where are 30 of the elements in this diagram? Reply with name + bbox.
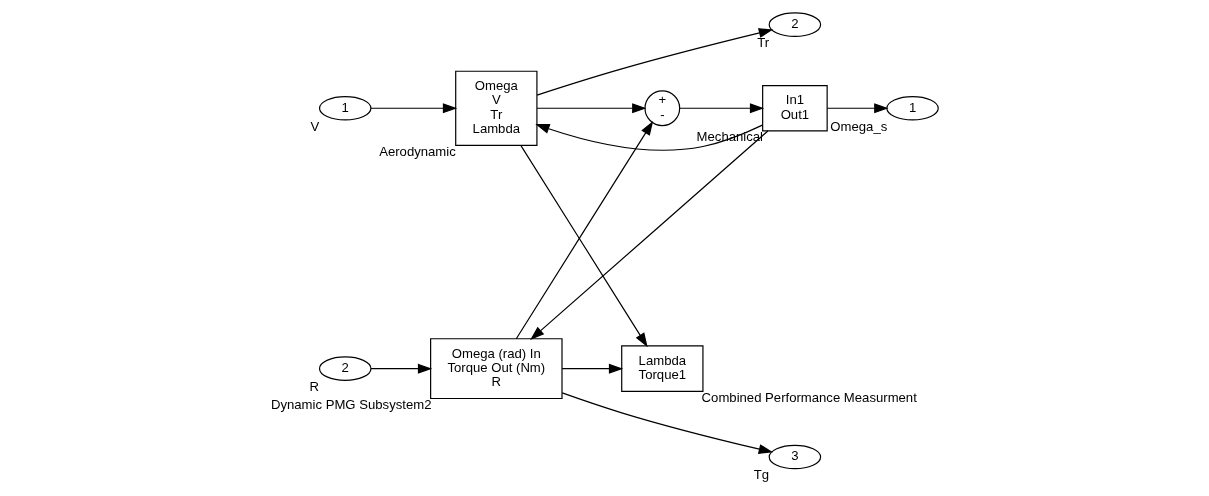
node-label: V (309, 118, 319, 134)
arrow (561, 363, 623, 374)
node-ellipse: 1 (318, 95, 371, 121)
arrow (535, 28, 773, 96)
node-label: Aerodynamic (378, 143, 456, 159)
arrow (534, 124, 763, 151)
node-label: Combined Performance Measurment (701, 389, 917, 405)
node-label: R (308, 378, 319, 394)
node-ellipse: 1 (885, 95, 939, 121)
arrow (515, 120, 653, 340)
node-box: In1 Out1 (761, 84, 828, 132)
node-box: Omega (rad) In Torque Out (Nm) R (429, 338, 563, 400)
arrow (678, 103, 764, 114)
arrow (519, 144, 648, 348)
node-circle: + - (643, 90, 680, 127)
node-label: Tg (753, 467, 769, 483)
arrow (369, 363, 432, 374)
node-ellipse: 2 (318, 356, 371, 381)
arrow (529, 130, 768, 340)
arrow (369, 103, 457, 114)
node-box: Lambda Torque1 (620, 345, 704, 392)
node-label: Dynamic PMG Subsystem2 (270, 397, 431, 412)
node-box: Omega V Tr Lambda (454, 70, 537, 146)
arrow (826, 103, 888, 114)
node-ellipse: 3 (768, 444, 821, 470)
node-label: Omega_s (829, 118, 887, 134)
node-label: Tr (756, 34, 769, 50)
arrow (536, 103, 646, 114)
arrow (561, 392, 773, 454)
node-ellipse: 2 (768, 12, 821, 37)
